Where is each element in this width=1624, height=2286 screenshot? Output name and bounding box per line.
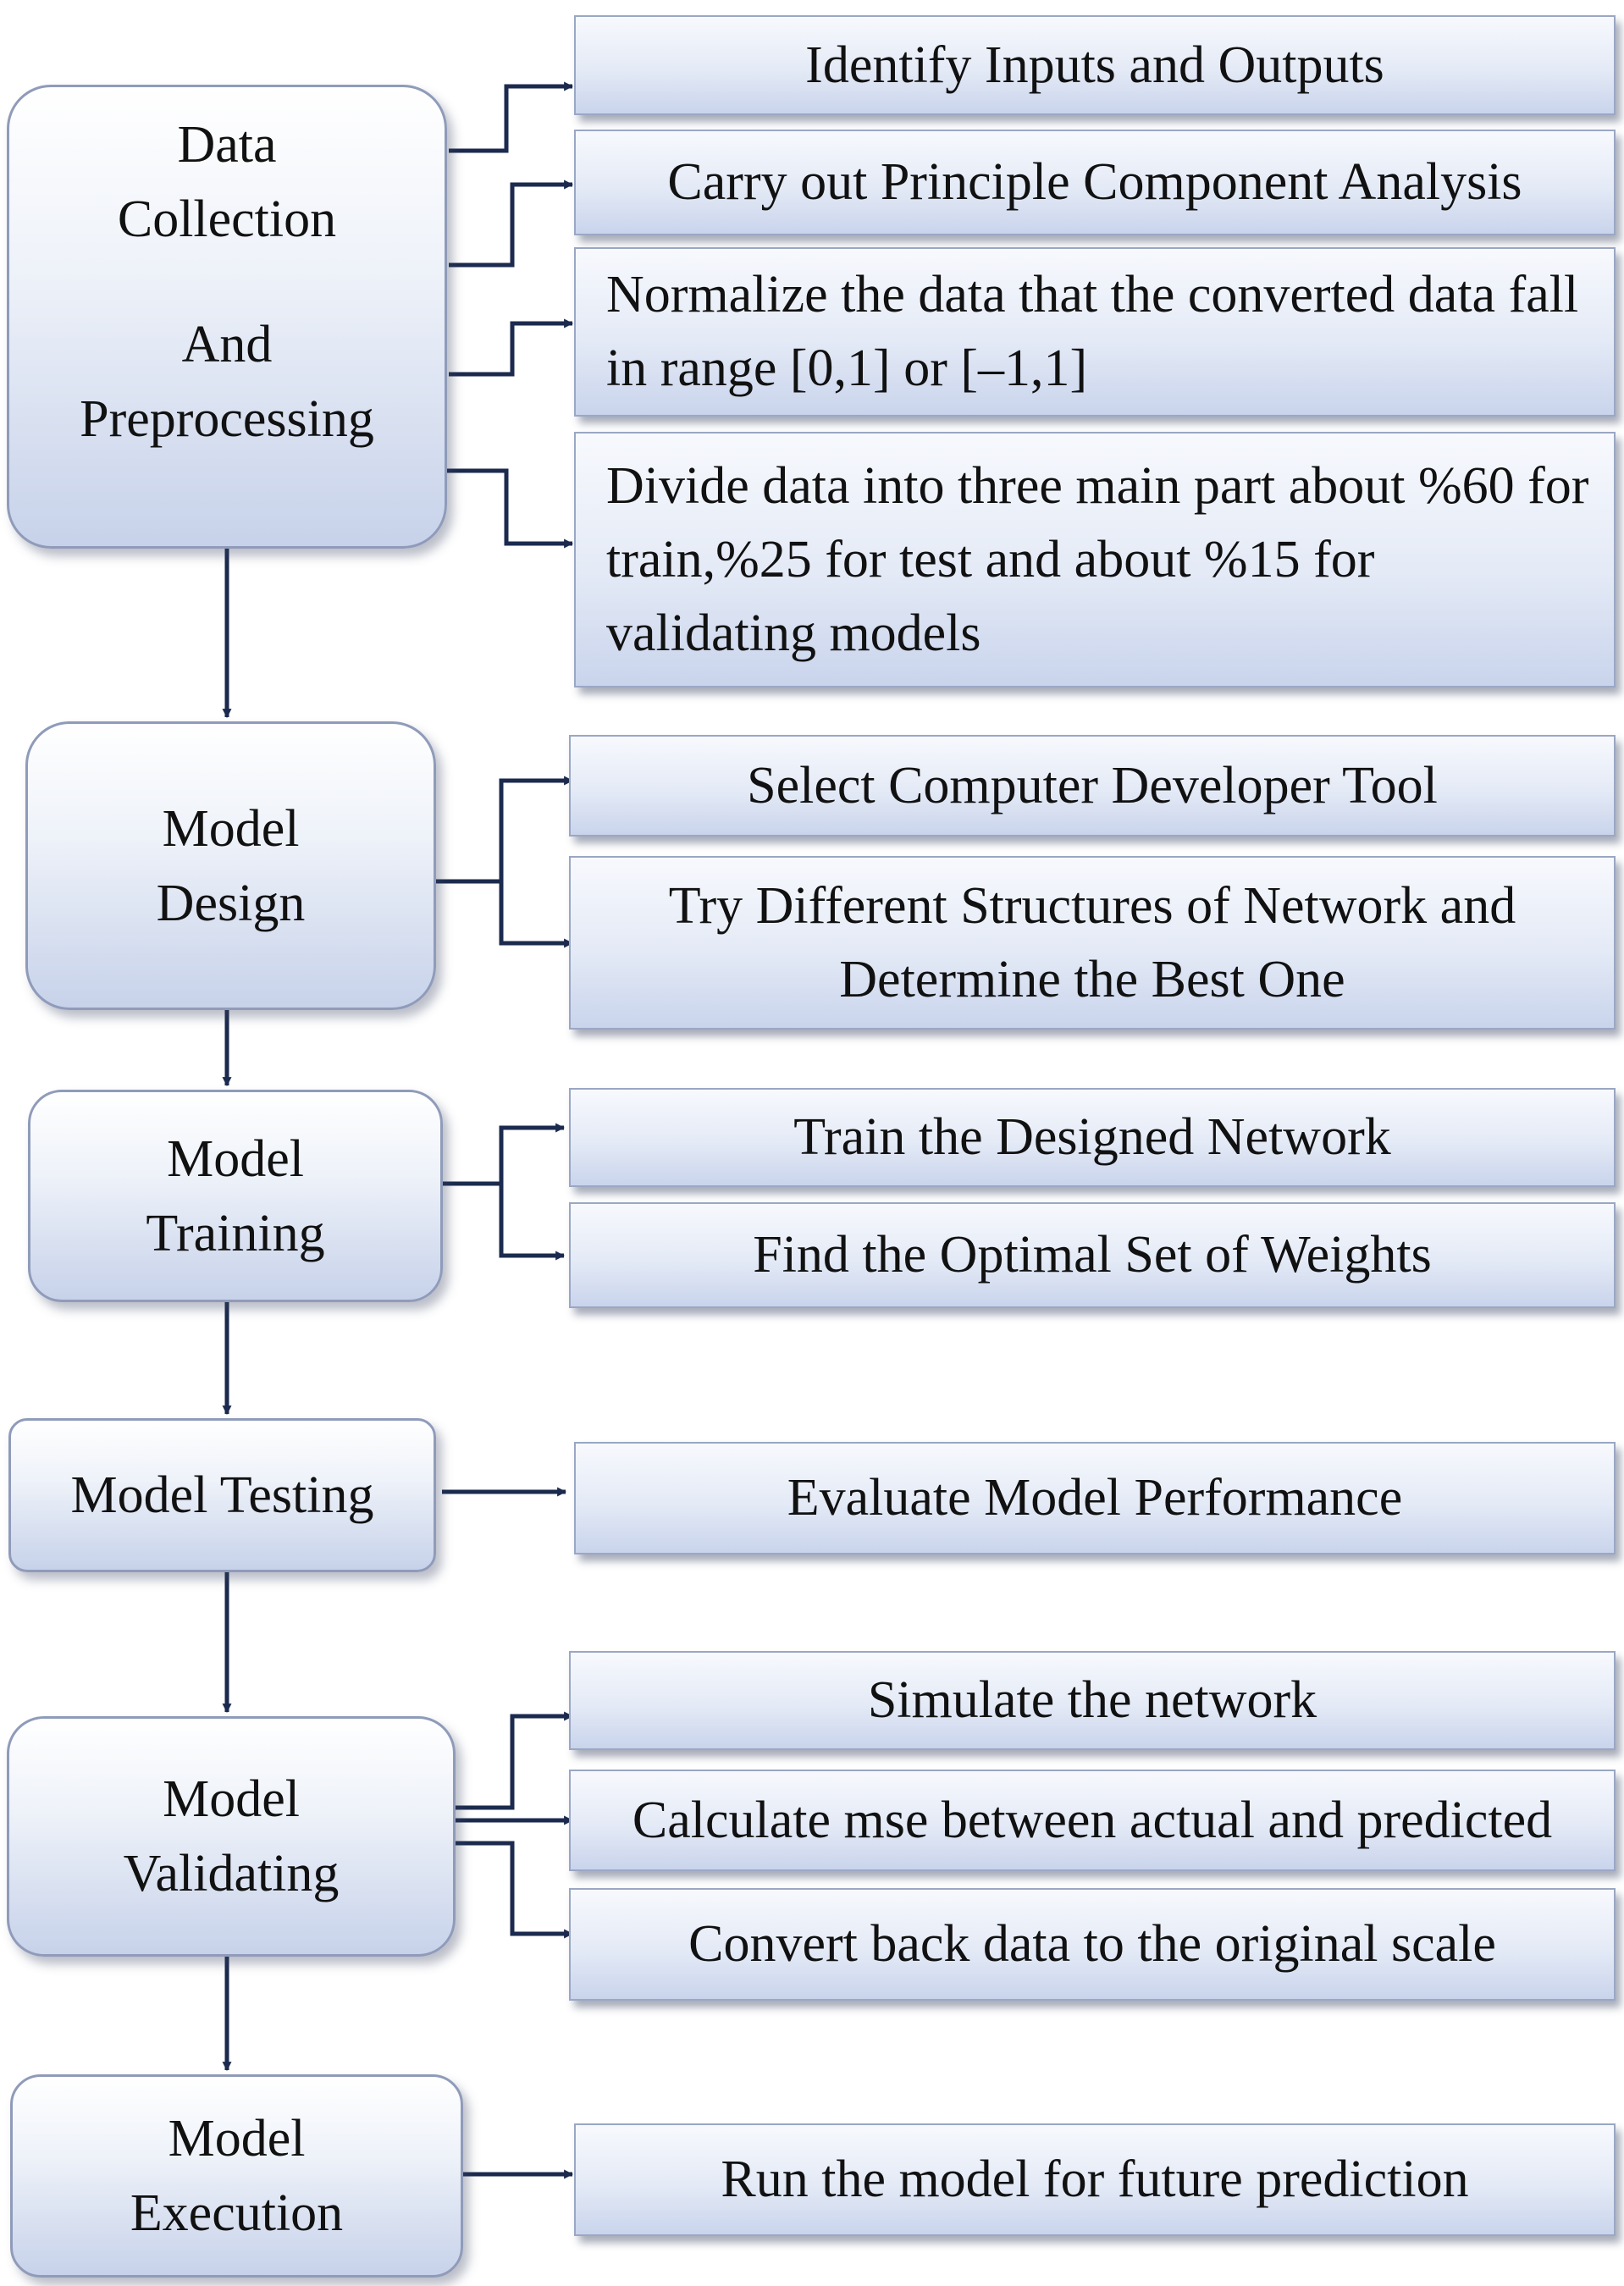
stage-label-line: Model — [162, 799, 300, 858]
connector-arrow — [440, 1123, 566, 1186]
task-simulate-network: Simulate the network — [569, 1651, 1616, 1750]
connector-arrow — [456, 1711, 574, 1810]
task-calculate-mse: Calculate mse between actual and predict… — [569, 1770, 1616, 1871]
stage-label-line: Model — [168, 2110, 306, 2167]
stage-label-line: Validating — [123, 1845, 340, 1902]
task-text: Normalize the data that the converted da… — [606, 266, 1579, 397]
stage-model-testing: Model Testing — [8, 1418, 436, 1572]
task-text: Find the Optimal Set of Weights — [753, 1226, 1432, 1284]
connector-arrow — [449, 81, 574, 153]
stage-label-line: Execution — [130, 2184, 344, 2242]
task-try-network-structures: Try Different Structures of Network and … — [569, 856, 1616, 1030]
connector-arrow — [499, 1184, 566, 1261]
task-text: Try Different Structures of Network and … — [668, 876, 1516, 1008]
task-text: Carry out Principle Component Analysis — [667, 153, 1522, 211]
stage-label-line: Training — [146, 1204, 325, 1262]
task-run-future-prediction: Run the model for future prediction — [574, 2123, 1616, 2236]
stage-label-line: Collection — [117, 190, 337, 248]
task-text: Run the model for future prediction — [721, 2151, 1469, 2208]
task-convert-back-scale: Convert back data to the original scale — [569, 1888, 1616, 2001]
task-text: Convert back data to the original scale — [688, 1915, 1496, 1973]
task-divide-data: Divide data into three main part about %… — [574, 432, 1616, 687]
task-evaluate-performance: Evaluate Model Performance — [574, 1442, 1616, 1554]
task-find-optimal-weights: Find the Optimal Set of Weights — [569, 1202, 1616, 1308]
task-text: Simulate the network — [867, 1671, 1317, 1729]
task-text: Select Computer Developer Tool — [747, 756, 1438, 814]
stage-data-collection: Data Collection And Preprocessing — [7, 85, 447, 549]
task-text: Train the Designed Network — [793, 1108, 1391, 1166]
task-normalize-data: Normalize the data that the converted da… — [574, 247, 1616, 417]
stage-label-line: Model Testing — [70, 1466, 374, 1524]
task-text: Calculate mse between actual and predict… — [632, 1791, 1553, 1849]
stage-label-line: And — [181, 316, 273, 373]
connector-arrow — [445, 468, 574, 549]
connector-arrow — [449, 318, 574, 377]
stage-label-line: Design — [156, 874, 306, 932]
connector-arrow — [499, 881, 574, 948]
task-train-network: Train the Designed Network — [569, 1088, 1616, 1187]
task-text: Identify Inputs and Outputs — [805, 36, 1384, 94]
stage-model-execution: Model Execution — [10, 2074, 463, 2278]
stage-label-line: Data — [177, 116, 277, 174]
stage-label-line: Model — [167, 1129, 304, 1188]
stage-label-line: Preprocessing — [80, 390, 374, 448]
connector-arrow — [449, 179, 574, 268]
stage-model-training: Model Training — [28, 1090, 443, 1302]
connector-arrow — [432, 776, 574, 884]
stage-model-validating: Model Validating — [7, 1716, 456, 1957]
stage-model-design: Model Design — [25, 721, 436, 1010]
task-select-developer-tool: Select Computer Developer Tool — [569, 735, 1616, 837]
connector-arrow — [456, 1841, 574, 1939]
task-text: Evaluate Model Performance — [787, 1469, 1403, 1527]
task-principal-component-analysis: Carry out Principle Component Analysis — [574, 130, 1616, 235]
stage-label-line: Model — [163, 1770, 300, 1828]
task-identify-inputs-outputs: Identify Inputs and Outputs — [574, 15, 1616, 115]
task-text: Divide data into three main part about %… — [606, 456, 1589, 662]
